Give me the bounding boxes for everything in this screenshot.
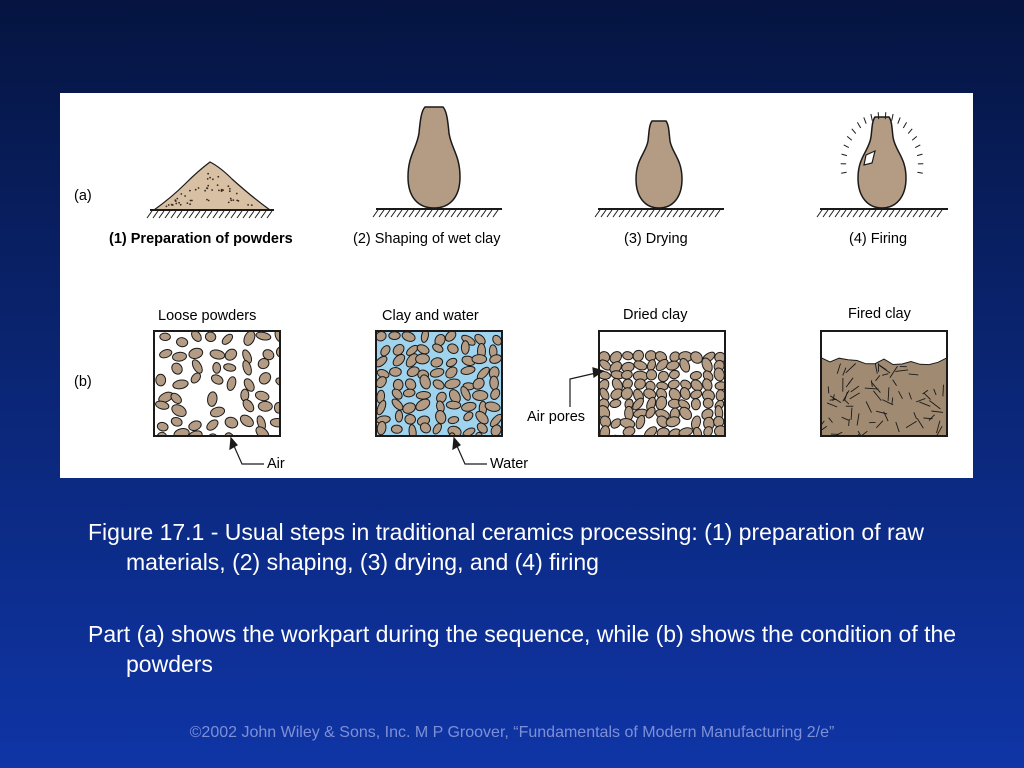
air-callout-label: Air	[267, 456, 285, 472]
condition-3-label: Dried clay	[623, 307, 688, 323]
water-callout-arrow	[452, 436, 487, 465]
condition-4-label: Fired clay	[848, 306, 912, 322]
ground-hatch-4	[816, 208, 948, 218]
ceramics-process-diagram: (a) (1) Preparation of powders (2) Shapi…	[74, 106, 948, 472]
fired-clay-box	[820, 330, 948, 437]
ground-hatch-2	[372, 208, 502, 218]
air-pores-callout-label: Air pores	[527, 409, 585, 425]
loose-powders-box	[153, 330, 281, 437]
powder-pile	[152, 161, 272, 211]
row-b-label: (b)	[74, 374, 92, 390]
air-pores-callout-arrow	[569, 367, 605, 407]
figure-panel: (a) (1) Preparation of powders (2) Shapi…	[60, 93, 973, 478]
caption-line-1: Figure 17.1 - Usual steps in traditional…	[88, 519, 925, 575]
clay-and-water-box	[375, 330, 503, 437]
water-callout-label: Water	[490, 456, 528, 472]
air-callout-arrow	[229, 436, 264, 465]
dried-clay-vase	[635, 120, 683, 209]
caption-line-2: Part (a) shows the workpart during the s…	[88, 621, 957, 677]
step-3-label: (3) Drying	[624, 231, 688, 247]
step-1-label: (1) Preparation of powders	[109, 231, 293, 247]
step-2-label: (2) Shaping of wet clay	[353, 231, 501, 247]
ground-hatch-1	[146, 209, 274, 219]
condition-1-label: Loose powders	[158, 308, 256, 324]
fired-clay-vase	[840, 112, 924, 209]
wet-clay-vase	[407, 106, 461, 209]
ground-hatch-3	[594, 208, 724, 218]
condition-2-label: Clay and water	[382, 308, 479, 324]
dried-clay-box	[598, 330, 726, 437]
copyright-footer: ©2002 John Wiley & Sons, Inc. M P Groove…	[189, 724, 835, 741]
step-4-label: (4) Firing	[849, 231, 907, 247]
row-a-label: (a)	[74, 188, 92, 204]
